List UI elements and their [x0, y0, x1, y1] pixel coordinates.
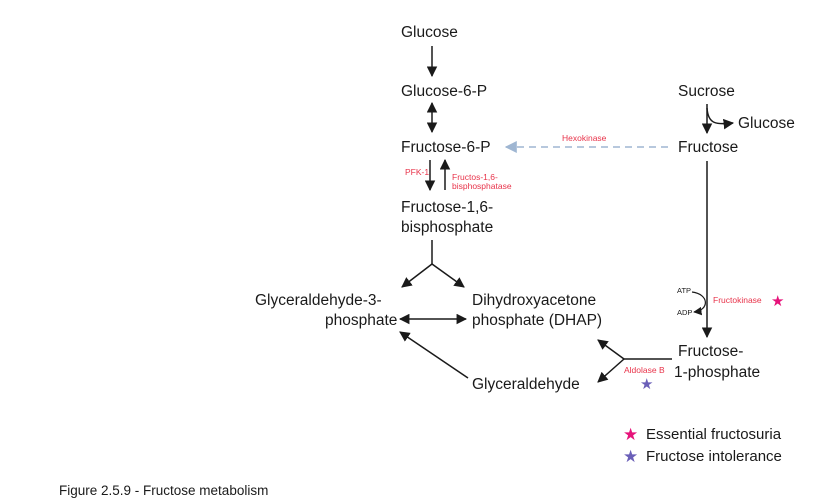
- cofactor-adp: ADP: [677, 308, 693, 317]
- essential-fructosuria-star-icon: ★: [771, 293, 785, 310]
- enzyme-fructokinase: Fructokinase: [713, 295, 762, 305]
- enzyme-aldolase-b: Aldolase B: [624, 365, 665, 375]
- arrow-aldolase-glyceraldehyde: [597, 358, 625, 383]
- node-glucose-6p: Glucose-6-P: [401, 83, 488, 100]
- node-f1p-line1: Fructose-: [678, 343, 744, 360]
- enzyme-pfk1: PFK-1: [405, 167, 430, 177]
- legend-star-pink-icon: ★: [623, 425, 639, 444]
- node-fructose: Fructose: [678, 139, 739, 156]
- node-glucose-top: Glucose: [401, 24, 458, 41]
- node-glyceraldehyde: Glyceraldehyde: [472, 376, 580, 393]
- arrow-sucrose-glucose-branch: [706, 107, 735, 130]
- enzyme-fbpase-line1: Fructos-1,6-: [452, 172, 498, 182]
- legend-item-fructose-intolerance: Fructose intolerance: [646, 448, 782, 465]
- node-dhap-line2: phosphate (DHAP): [472, 312, 603, 329]
- enzyme-fbpase-line2: bisphosphatase: [452, 181, 512, 191]
- arrow-aldolase-dhap: [597, 339, 625, 360]
- node-fructose-16bp-line2: bisphosphate: [401, 219, 494, 236]
- arrow-split-g3p: [401, 263, 433, 288]
- enzyme-hexokinase: Hexokinase: [562, 133, 607, 143]
- node-f1p-line2: 1-phosphate: [674, 364, 761, 381]
- legend-star-purple-icon: ★: [623, 447, 639, 466]
- node-fructose-6p: Fructose-6-P: [401, 139, 491, 156]
- figure-caption: Figure 2.5.9 - Fructose metabolism: [59, 483, 269, 498]
- fructose-intolerance-star-icon: ★: [640, 376, 654, 393]
- atp-adp-curve: [691, 291, 706, 316]
- node-g3p-line2: phosphate: [325, 312, 398, 329]
- legend-item-essential-fructosuria: Essential fructosuria: [646, 426, 782, 443]
- node-fructose-16bp-line1: Fructose-1,6-: [401, 199, 494, 216]
- node-dhap-line1: Dihydroxyacetone: [472, 292, 597, 309]
- node-sucrose: Sucrose: [678, 83, 735, 100]
- cofactor-atp: ATP: [677, 286, 692, 295]
- arrow-split-dhap: [431, 263, 465, 288]
- node-g3p-line1: Glyceraldehyde-3-: [255, 292, 382, 309]
- node-glucose-right: Glucose: [738, 115, 795, 132]
- arrow-glyceraldehyde-to-g3p: [399, 331, 469, 379]
